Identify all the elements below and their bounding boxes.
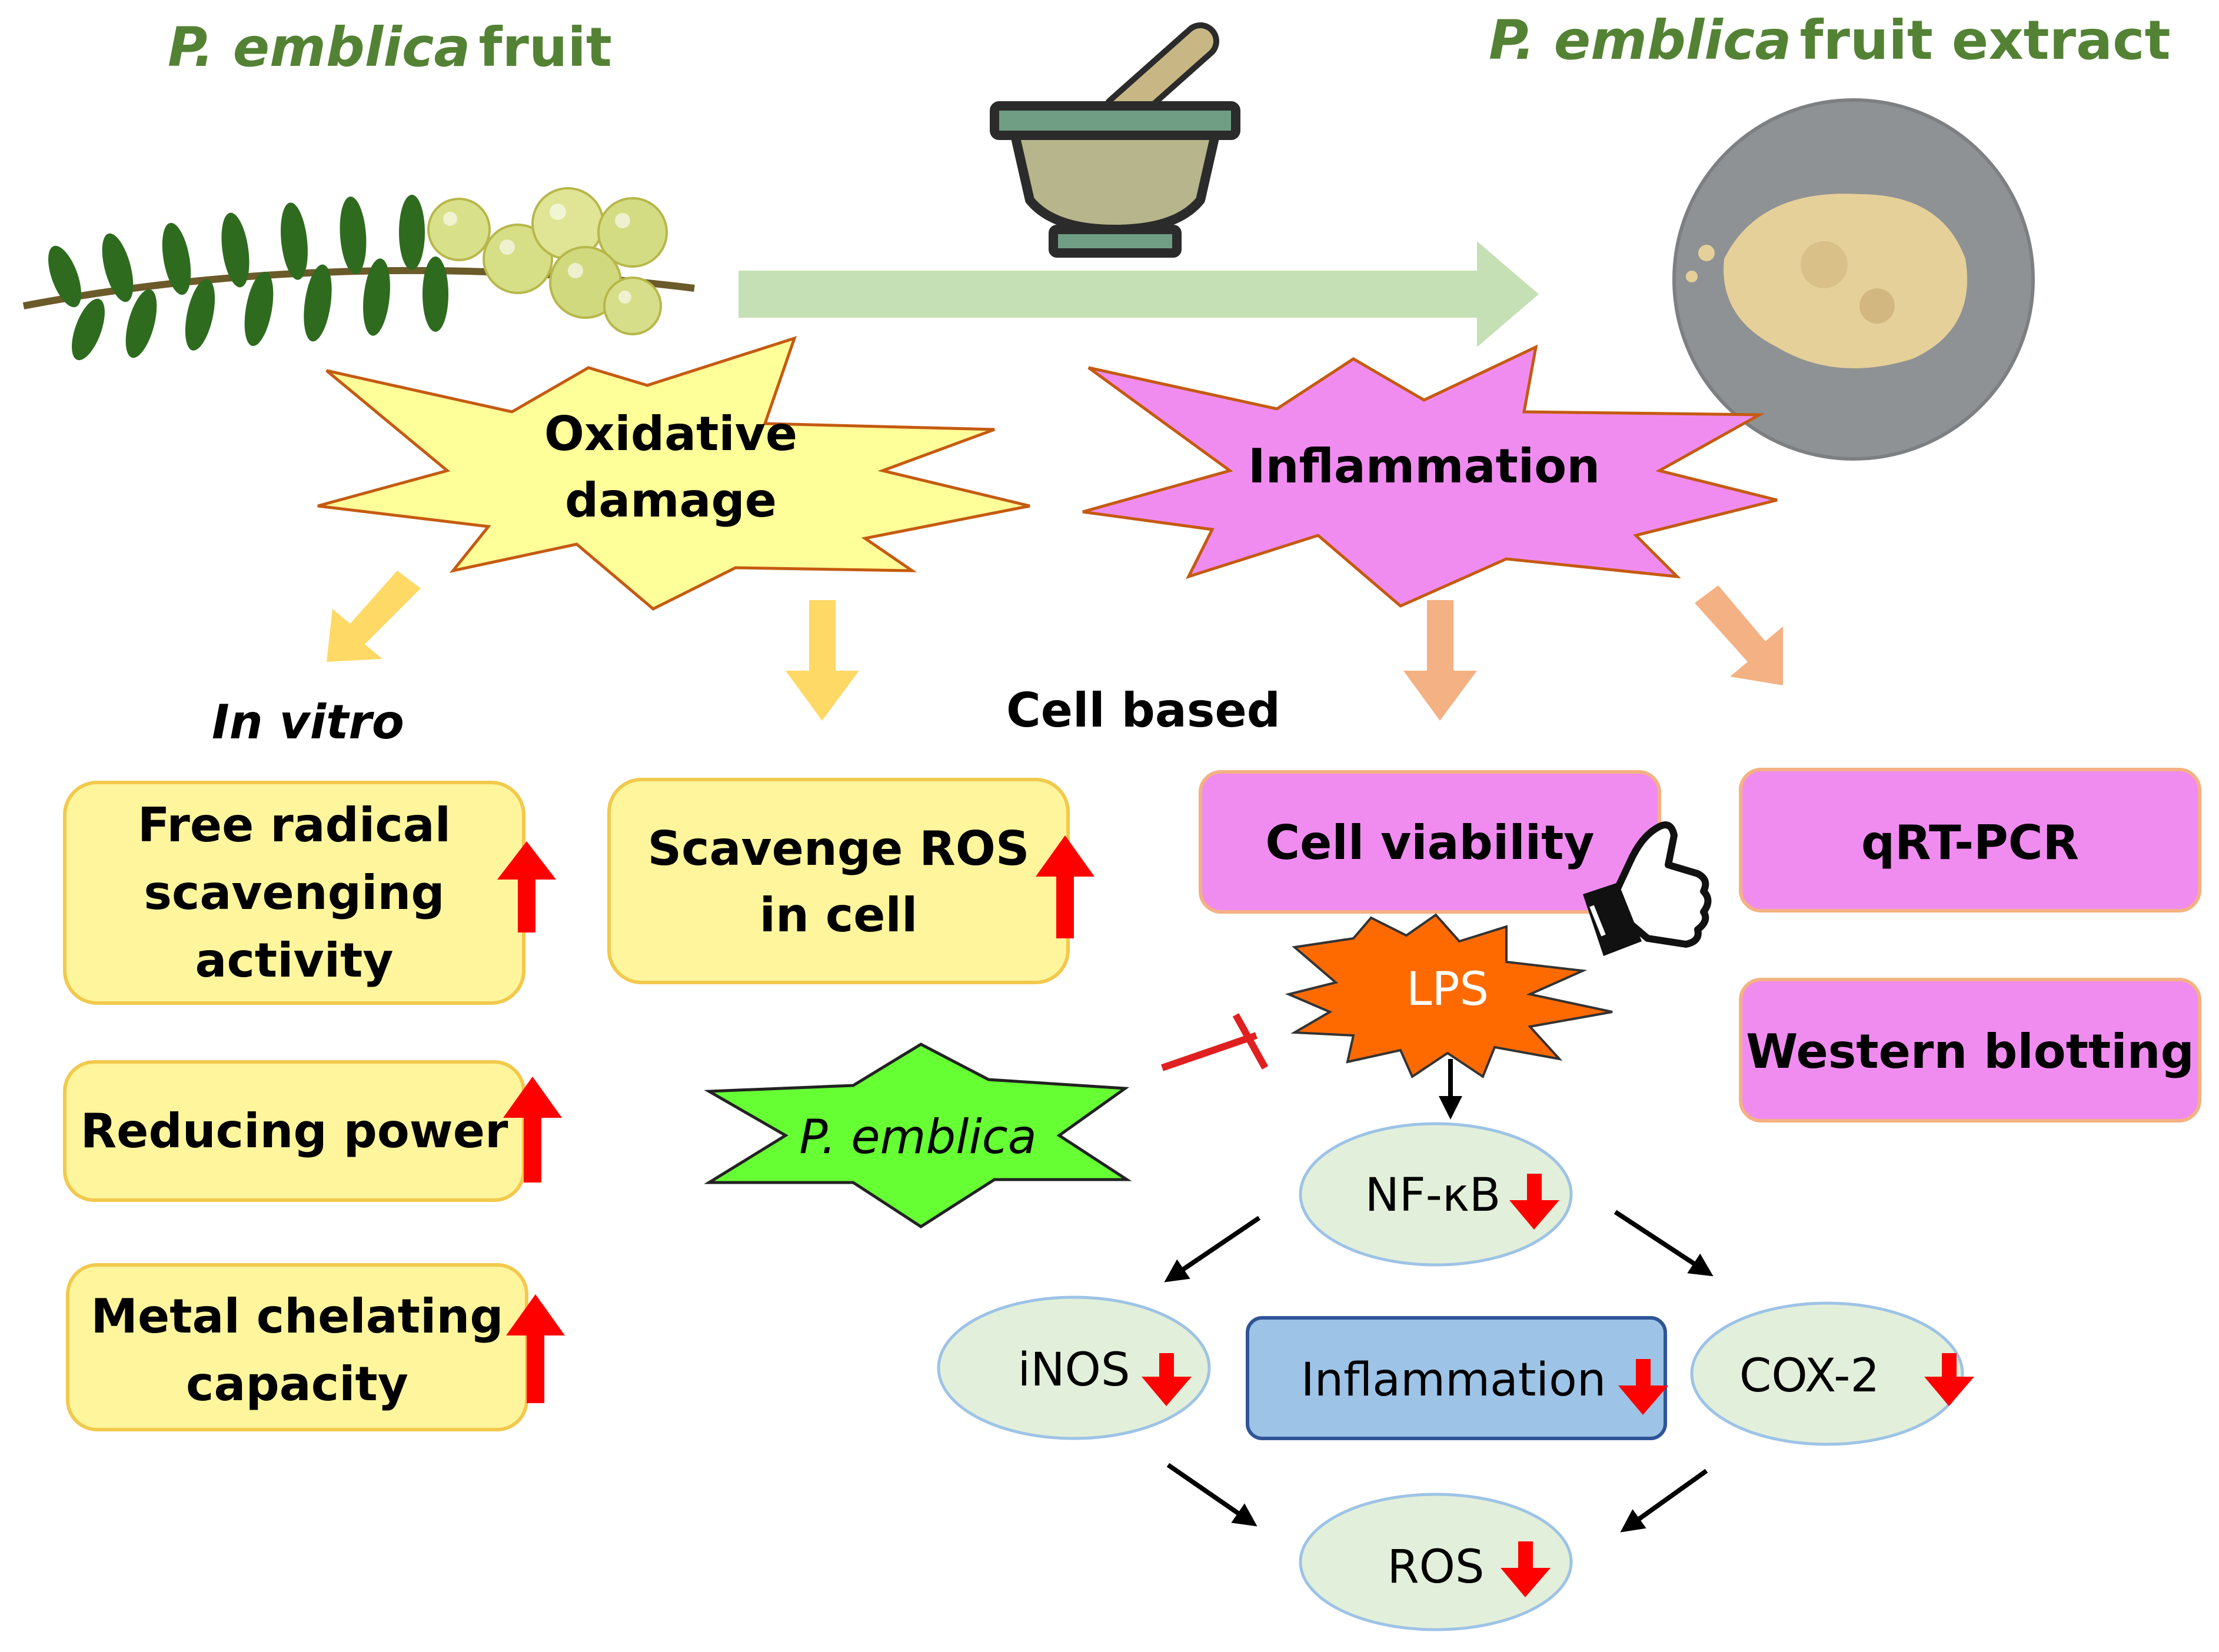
process-arrow	[738, 241, 1539, 347]
svg-text:Inflammation: Inflammation	[1248, 439, 1600, 494]
down-arrow-icon	[1924, 1353, 1974, 1406]
svg-text:in cell: in cell	[760, 888, 918, 942]
oxidative-damage-burst: Oxidative damage	[317, 336, 1030, 611]
arrow-cox2-ros	[1620, 1468, 1708, 1533]
up-arrow-icon	[1036, 835, 1094, 938]
western-blotting-box: Western blotting	[1739, 978, 2201, 1123]
inos-node: iNOS	[937, 1295, 1211, 1440]
down-arrow-icon	[1142, 1353, 1192, 1406]
inflammation-burst: Inflammation	[1082, 344, 1778, 608]
svg-text:Scavenge ROS: Scavenge ROS	[648, 821, 1030, 876]
svg-text:NF-κB: NF-κB	[1365, 1169, 1501, 1222]
cell-viability-box: Cell viability	[1199, 770, 1661, 914]
svg-text:Reducing power: Reducing power	[81, 1104, 508, 1158]
nfkb-node: NF-κB	[1299, 1122, 1573, 1267]
svg-text:Western blotting: Western blotting	[1746, 1024, 2194, 1079]
inhibition-icon	[1161, 1013, 1269, 1071]
svg-text:Metal chelating: Metal chelating	[91, 1289, 503, 1344]
arrow-inos-ros	[1166, 1463, 1257, 1527]
inflammation-result-box: Inflammation	[1246, 1316, 1668, 1440]
up-arrow-icon	[503, 1077, 562, 1183]
svg-text:qRT-PCR: qRT-PCR	[1861, 815, 2079, 870]
svg-text:iNOS: iNOS	[1018, 1344, 1130, 1397]
svg-text:activity: activity	[195, 933, 393, 988]
down-arrow-icon	[1501, 1541, 1551, 1597]
down-arrow-icon	[1618, 1359, 1668, 1415]
free-radical-box: Free radical scavenging activity	[63, 781, 556, 1005]
svg-text:Free radical: Free radical	[138, 798, 451, 852]
svg-text:damage: damage	[565, 473, 777, 528]
svg-text:capacity: capacity	[186, 1357, 408, 1411]
thumbs-up-icon	[1583, 821, 1712, 956]
p-emblica-star: P. emblica	[704, 1043, 1132, 1228]
svg-text:LPS: LPS	[1406, 963, 1489, 1016]
ros-node: ROS	[1299, 1493, 1573, 1631]
down-arrow-icon	[1509, 1174, 1559, 1230]
svg-text:Inflammation: Inflammation	[1301, 1354, 1606, 1407]
svg-text:ROS: ROS	[1387, 1541, 1484, 1594]
svg-text:Oxidative: Oxidative	[544, 407, 797, 461]
extract-powder-image	[1672, 98, 2035, 461]
lps-burst: LPS	[1285, 913, 1613, 1079]
svg-text:COX-2: COX-2	[1739, 1350, 1879, 1403]
section-arrows	[327, 571, 1783, 721]
up-arrow-icon	[506, 1294, 565, 1403]
svg-text:P. emblica: P. emblica	[799, 1110, 1036, 1164]
arrow-nfkb-inos	[1164, 1215, 1261, 1283]
mortar-pestle-icon	[990, 22, 1240, 258]
arrow-nfkb-cox2	[1613, 1210, 1714, 1277]
in-vitro-label: In vitro	[212, 695, 404, 750]
svg-text:scavenging: scavenging	[144, 865, 444, 920]
qrt-pcr-box: qRT-PCR	[1739, 768, 2201, 912]
cox2-node: COX-2	[1690, 1301, 1974, 1446]
fruit-branch-illustration	[22, 187, 695, 361]
svg-text:Cell viability: Cell viability	[1265, 815, 1594, 870]
scavenge-ros-box: Scavenge ROS in cell	[607, 778, 1094, 984]
cell-based-label: Cell based	[1006, 683, 1280, 738]
reducing-power-box: Reducing power	[63, 1060, 562, 1202]
metal-chelating-box: Metal chelating capacity	[66, 1263, 565, 1431]
up-arrow-icon	[497, 841, 556, 932]
